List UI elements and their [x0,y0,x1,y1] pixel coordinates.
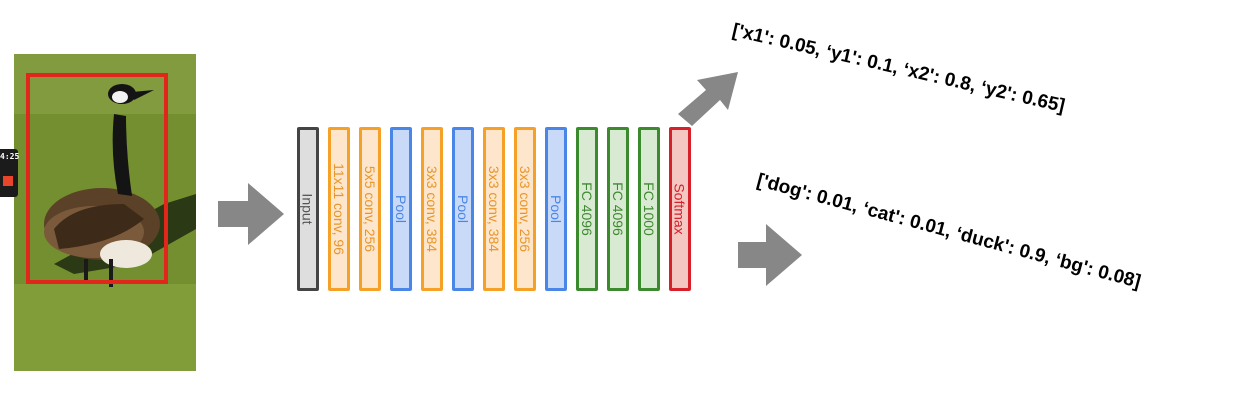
layer-pool: Pool [452,127,474,291]
layer-label: Input [300,193,317,225]
layer-label: FC 4096 [610,182,627,236]
arrow-right-icon [218,183,284,245]
layer-conv: 5x5 conv, 256 [359,127,381,291]
class-output-text: ['dog': 0.01, ‘cat': 0.01, ‘duck': 0.9, … [754,170,1143,293]
bounding-box [26,73,168,284]
goose-photo [14,54,196,371]
layer-label: 3x3 conv, 256 [517,165,534,253]
layer-fc: FC 1000 [638,127,660,291]
layer-label: Softmax [672,183,689,235]
layer-fc: FC 4096 [607,127,629,291]
layer-conv: 3x3 conv, 384 [483,127,505,291]
layer-label: 5x5 conv, 256 [362,165,379,253]
layer-input: Input [297,127,319,291]
layer-label: Pool [548,194,564,224]
layer-pool: Pool [390,127,412,291]
layer-label: 3x3 conv, 384 [424,165,441,253]
timer-text: 4:25 [0,152,20,161]
layer-conv: 11x11 conv, 96 [328,127,350,291]
arrow-up-right-icon [678,72,738,126]
layer-pool: Pool [545,127,567,291]
layer-label: FC 1000 [641,182,658,236]
layer-label: 11x11 conv, 96 [331,163,347,255]
arrow-right-icon [738,224,802,286]
layer-label: Pool [393,194,409,224]
layer-conv: 3x3 conv, 256 [514,127,536,291]
layer-label: FC 4096 [579,182,596,236]
bbox-output-text: ['x1': 0.05, ‘y1': 0.1, ‘x2': 0.8, ‘y2':… [730,20,1067,118]
stop-icon[interactable] [3,176,13,186]
layer-fc: FC 4096 [576,127,598,291]
layer-label: Pool [455,194,471,224]
recording-timer[interactable]: 4:25 [0,149,20,197]
layer-label: 3x3 conv, 384 [486,165,503,253]
layer-conv: 3x3 conv, 384 [421,127,443,291]
layer-softmax: Softmax [669,127,691,291]
